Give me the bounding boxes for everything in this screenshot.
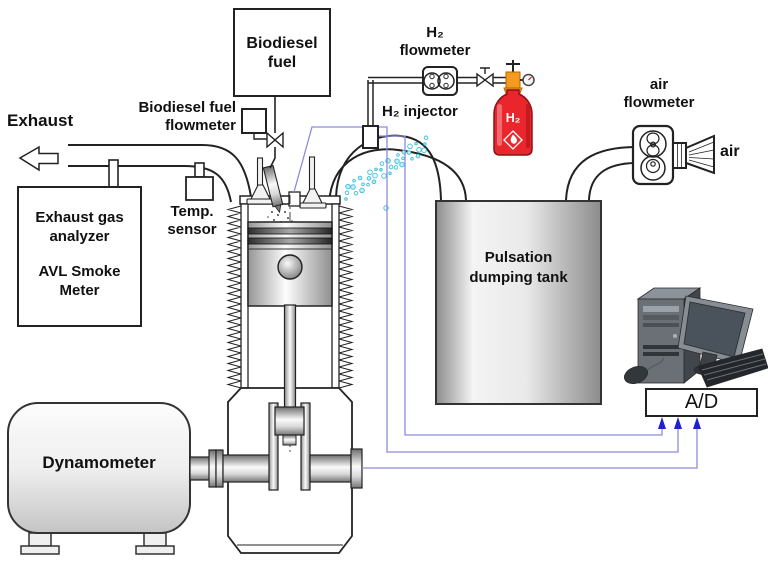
exhaust-valve-disc — [246, 198, 274, 205]
dyno-foot-stem-1 — [28, 532, 52, 547]
wire-h2-injector — [378, 135, 663, 436]
bottle-highlight — [497, 104, 502, 146]
piston-assembly — [247, 195, 333, 452]
coupling-flange-b — [215, 449, 224, 488]
h2-flowmeter-label-line1: H₂ — [426, 24, 444, 41]
exhaust-sampling-probe — [108, 159, 119, 188]
air-flowmeter-label-line2: flowmeter — [623, 94, 695, 111]
exhaust-flow-arrow-icon — [18, 145, 59, 172]
cooling-fins-right — [337, 205, 354, 389]
ad-converter: A/D — [645, 388, 758, 417]
dyno-foot-stem-2 — [143, 532, 167, 547]
h2-bubbles — [344, 135, 429, 201]
exhaust-label: Exhaust — [7, 111, 74, 130]
biodiesel-fuel-line — [241, 97, 284, 169]
exhaust-gas-analyzer: Exhaust gas analyzer AVL Smoke Meter — [17, 186, 142, 327]
crank-pin-cap — [282, 434, 297, 446]
temp-sensor-body — [185, 162, 214, 201]
biodiesel-flowmeter-label: Biodiesel fuel flowmeter — [112, 99, 236, 135]
air-pipe — [565, 146, 638, 201]
crank-web-right — [300, 402, 311, 491]
dyno-output-shaft — [189, 456, 211, 481]
gauge-needle — [528, 76, 532, 81]
mouse-cable — [645, 357, 665, 372]
h2-injector-body — [362, 125, 379, 149]
biodiesel-flowmeter-label-line2: flowmeter — [165, 117, 236, 134]
ad-arrow-3 — [693, 417, 701, 429]
intake-valve-disc — [299, 202, 327, 209]
piston-ring-2 — [247, 237, 333, 245]
wire-crank-sensor — [362, 429, 698, 469]
fuel-spray — [267, 211, 293, 223]
biodiesel-flowmeter-label-line1: Biodiesel fuel — [138, 99, 236, 116]
diesel-injector — [262, 164, 284, 214]
air-flowmeter-icon — [631, 124, 675, 186]
big-end-bearing — [274, 406, 305, 436]
crank-web-left — [268, 402, 279, 491]
coupling-flange-a — [208, 449, 217, 488]
ad-arrow-1 — [658, 417, 666, 429]
exhaust-valve-taper — [250, 184, 271, 200]
air-flowmeter-label-line1: air — [649, 76, 669, 93]
biodiesel-flowmeter-icon — [241, 108, 267, 134]
pulsation-tank-label: Pulsation dumping tank — [469, 249, 568, 286]
air-flowmeter-label: air flowmeter — [614, 76, 704, 112]
valves-and-injector — [246, 156, 327, 223]
ad-arrow-2 — [674, 417, 682, 429]
piston-ring-1 — [247, 227, 333, 235]
dyno-foot-base-1 — [20, 545, 60, 555]
temp-sensor-label: Temp. sensor — [152, 203, 232, 239]
ad-input-arrows — [658, 417, 701, 429]
temp-sensor-label-line1: Temp. — [170, 203, 214, 220]
ad-label: A/D — [684, 391, 719, 413]
h2-flowmeter-icon — [422, 66, 458, 96]
temp-sensor-label-line2: sensor — [167, 221, 217, 238]
cylinder-wall-right — [331, 203, 340, 389]
signal-wires — [293, 126, 698, 469]
flame-icon — [510, 134, 517, 144]
exhaust-pipe — [68, 144, 252, 203]
dyno-foot-base-2 — [135, 545, 175, 555]
crankshaft-right — [309, 454, 352, 483]
dynamometer-body — [7, 402, 191, 555]
bottle-h2-label: H₂ — [506, 111, 521, 125]
wire-pressure-sensor — [293, 126, 679, 453]
h2-line-valve-icon — [476, 67, 494, 88]
analyzer-label: Exhaust gas analyzer — [35, 209, 124, 245]
mouse — [623, 366, 649, 384]
h2-flowmeter-label: H₂ flowmeter — [392, 24, 478, 60]
bottle-body — [493, 89, 533, 156]
pulsation-dumping-tank: Pulsation dumping tank — [435, 200, 602, 405]
h2-cylinder-bottle: H₂ — [493, 60, 535, 156]
h2-line — [367, 76, 506, 126]
smoke-meter-label: AVL Smoke Meter — [38, 263, 121, 299]
connecting-rod — [283, 304, 297, 411]
piston-pin — [277, 254, 303, 280]
h2-flowmeter-label-line2: flowmeter — [399, 42, 471, 59]
intake-valve-stem — [308, 156, 316, 192]
intake-pipe — [328, 134, 467, 204]
speed-pickup-flange — [350, 448, 363, 489]
h2-bubble-stray — [383, 205, 389, 211]
air-filter-icon — [672, 134, 715, 175]
crankcase — [227, 387, 353, 554]
biodiesel-fuel-tank: Biodiesel fuel — [233, 8, 331, 97]
flammable-diamond-icon — [503, 130, 523, 150]
bottle-shade — [526, 104, 530, 148]
biodiesel-tank-label-line2: fuel — [267, 53, 297, 71]
exhaust-valve-stem — [256, 157, 264, 188]
crankshaft-left — [222, 454, 272, 483]
pressure-sensor — [288, 191, 301, 207]
h2-injector-label: H₂ injector — [382, 103, 458, 120]
dynamometer-label: Dynamometer — [42, 453, 156, 472]
air-inlet-label: air — [720, 143, 740, 160]
crankshaft — [189, 402, 363, 491]
fuel-valve-icon — [266, 131, 284, 149]
computer — [623, 287, 768, 388]
cylinder-wall-left — [240, 203, 249, 389]
biodiesel-tank-label-line1: Biodiesel — [246, 34, 318, 52]
